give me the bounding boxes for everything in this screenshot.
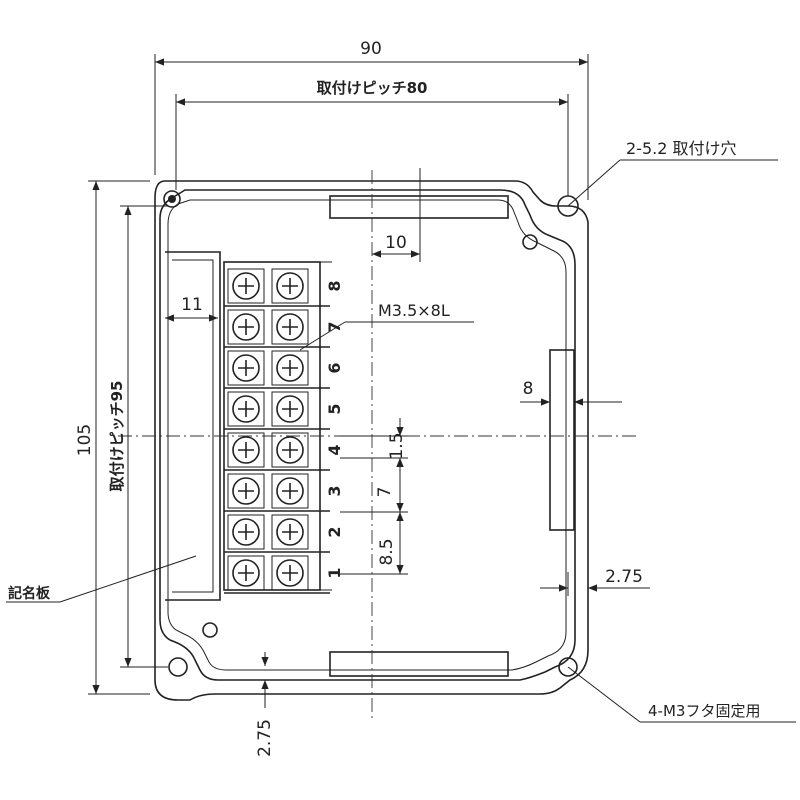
dim-nameplate-width: 11: [181, 295, 203, 315]
dim-side-slot: 8: [523, 379, 534, 399]
callout-cover-screws: 4-M3フタ固定用: [648, 702, 760, 720]
cover-screw-bottom-left: [168, 657, 188, 677]
terminal-screw-icon: [232, 477, 260, 505]
screw-slot-icon: [282, 483, 298, 499]
dim-term-pitch-b: 8.5: [377, 538, 397, 565]
screw-slot-icon: [238, 319, 254, 335]
nameplate-inner: [172, 259, 214, 593]
dim-mount-pitch-height: 取付けピッチ95: [108, 381, 126, 492]
terminal-number: 3: [325, 485, 344, 496]
dim-overall-height: 105: [75, 424, 95, 456]
terminal-screw-icon: [276, 518, 304, 546]
terminal-row: 7: [224, 309, 344, 348]
terminal-block: 8 7 6 5 4 3 2 1: [223, 261, 344, 594]
mount-hole-top-left-center: [168, 195, 176, 203]
terminal-number: 7: [325, 321, 344, 332]
terminal-screw-icon: [276, 559, 304, 587]
cover-screw-top-right: [522, 234, 538, 250]
callout-nameplate: 記名板: [8, 585, 51, 602]
terminal-cell: [227, 309, 265, 345]
terminal-row: 5: [224, 391, 344, 430]
terminal-number: 5: [325, 403, 344, 414]
cover-screw-inner-bottom-left: [202, 622, 218, 638]
terminal-number: 1: [325, 567, 344, 578]
terminal-number: 2: [325, 526, 344, 537]
terminal-cell: [227, 350, 265, 386]
enclosure-inner-lip: [167, 199, 567, 671]
terminal-cell: [271, 350, 309, 386]
terminal-screw-icon: [276, 354, 304, 382]
mount-hole-top-left: [163, 190, 181, 208]
terminal-row: 1: [224, 555, 344, 594]
terminal-cell: [227, 268, 265, 304]
terminal-screw-icon: [232, 518, 260, 546]
screw-slot-icon: [282, 319, 298, 335]
dim-overall-width: 90: [360, 39, 382, 59]
screw-slot-icon: [282, 401, 298, 417]
terminal-screw-icon: [276, 272, 304, 300]
terminal-cell: [227, 473, 265, 509]
terminal-cell: [271, 309, 309, 345]
right-slot: [549, 349, 575, 531]
dim-term-offset: 1.5: [387, 432, 407, 459]
terminal-screw-icon: [232, 436, 260, 464]
terminal-cell: [227, 514, 265, 550]
mounting-holes: [163, 190, 579, 677]
terminal-cell: [271, 268, 309, 304]
terminal-screw-icon: [232, 395, 260, 423]
terminal-cell: [227, 432, 265, 468]
callout-mount-holes: 2-5.2 取付け穴: [626, 139, 737, 158]
screw-slot-icon: [238, 565, 254, 581]
dim-edge-offset-bottom: 2.75: [255, 719, 275, 757]
enclosure-inner-wall: [159, 189, 576, 681]
screw-slot-icon: [282, 360, 298, 376]
terminal-row: 8: [224, 268, 344, 307]
enclosure-outline: [154, 180, 589, 701]
terminal-row: 6: [224, 350, 344, 389]
screw-slot-icon: [238, 483, 254, 499]
terminal-screw-icon: [276, 477, 304, 505]
terminal-row: 3: [224, 473, 344, 512]
terminal-screw-icon: [276, 313, 304, 341]
terminal-cell: [271, 473, 309, 509]
cover-screw-bottom-right: [558, 657, 578, 677]
callout-screw: M3.5×8L: [378, 301, 450, 320]
screw-slot-icon: [282, 278, 298, 294]
terminal-screw-icon: [232, 313, 260, 341]
bottom-slot: [329, 651, 509, 677]
enclosure: [154, 180, 589, 701]
terminal-cell: [227, 555, 265, 591]
terminal-cell: [271, 514, 309, 550]
top-slot: [329, 195, 509, 219]
terminal-row: 4: [224, 432, 344, 471]
screw-slot-icon: [238, 524, 254, 540]
screw-slot-icon: [282, 442, 298, 458]
terminal-number: 4: [325, 444, 344, 455]
terminal-screw-icon: [232, 272, 260, 300]
terminal-row: 2: [224, 514, 344, 553]
dim-slot-width: 10: [385, 233, 407, 253]
dim-term-pitch-a: 7: [375, 487, 395, 498]
terminal-screw-icon: [276, 436, 304, 464]
screw-slot-icon: [238, 442, 254, 458]
screw-slot-icon: [238, 278, 254, 294]
terminal-screw-icon: [232, 354, 260, 382]
screw-slot-icon: [282, 524, 298, 540]
terminal-number: 8: [325, 280, 344, 291]
terminal-cell: [271, 391, 309, 427]
terminal-number: 6: [325, 362, 344, 373]
dim-mount-pitch-width: 取付けピッチ80: [317, 79, 428, 97]
screw-slot-icon: [238, 401, 254, 417]
dim-edge-offset-right: 2.75: [605, 567, 643, 587]
terminal-screw-icon: [276, 395, 304, 423]
terminal-cell: [227, 391, 265, 427]
screw-slot-icon: [238, 360, 254, 376]
terminal-cell: [271, 432, 309, 468]
nameplate: [165, 251, 221, 601]
screw-slot-icon: [282, 565, 298, 581]
terminal-cell: [271, 555, 309, 591]
terminal-screw-icon: [232, 559, 260, 587]
